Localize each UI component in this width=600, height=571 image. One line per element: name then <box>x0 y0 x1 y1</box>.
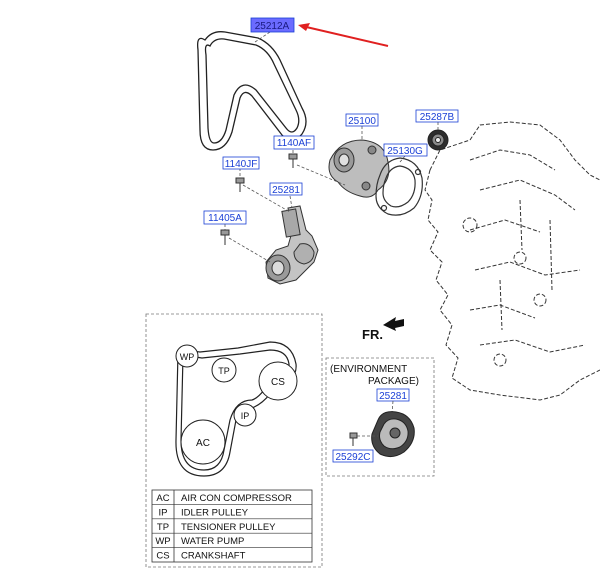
svg-text:FR.: FR. <box>362 327 383 342</box>
serpentine-belt <box>197 31 307 151</box>
legend-desc: IDLER PULLEY <box>181 507 249 518</box>
callout-idler-pulley[interactable]: 25287B <box>415 109 459 123</box>
svg-text:25281: 25281 <box>272 185 300 196</box>
environment-package-box: (ENVIRONMENT PACKAGE) 25281 25292C <box>325 357 435 477</box>
env-tensioner-part <box>371 411 415 458</box>
svg-text:11405A: 11405A <box>208 213 242 224</box>
svg-text:25130G: 25130G <box>387 146 423 157</box>
svg-text:1140JF: 1140JF <box>225 159 258 170</box>
bolt-1140af <box>288 153 298 168</box>
pulley-wp: WP <box>175 344 199 368</box>
callout-bolt-1140jf[interactable]: 1140JF <box>222 156 260 170</box>
legend-desc: CRANKSHAFT <box>181 551 246 562</box>
svg-text:PACKAGE): PACKAGE) <box>368 376 419 387</box>
svg-text:CS: CS <box>271 377 285 388</box>
water-pump-gasket <box>375 157 423 216</box>
legend-code: IP <box>159 507 168 518</box>
callout-bolt-1140af[interactable]: 1140AF <box>273 135 315 150</box>
front-marker: FR. <box>362 317 404 342</box>
bolt-1140jf <box>235 177 245 192</box>
belt-routing-path <box>175 341 297 477</box>
svg-text:AC: AC <box>196 438 210 449</box>
svg-text:WP: WP <box>180 352 195 362</box>
idler-pulley <box>427 129 449 151</box>
svg-text:25287B: 25287B <box>420 112 455 123</box>
pulley-cs: CS <box>258 361 298 401</box>
front-arrow-icon <box>383 317 404 331</box>
pulley-legend-table: AC AIR CON COMPRESSOR IP IDLER PULLEY TP… <box>151 489 313 563</box>
env-bolt <box>349 432 358 446</box>
pulley-ip: IP <box>233 403 257 427</box>
callout-bolt-11405a[interactable]: 11405A <box>203 210 247 225</box>
svg-text:1140AF: 1140AF <box>277 138 311 149</box>
pointer-arrow <box>298 23 389 47</box>
svg-text:(ENVIRONMENT: (ENVIRONMENT <box>330 364 407 375</box>
svg-text:25100: 25100 <box>348 116 376 127</box>
callout-tensioner[interactable]: 25281 <box>269 182 303 196</box>
bolt-11405a <box>220 229 230 245</box>
legend-desc: TENSIONER PULLEY <box>181 522 276 533</box>
legend-desc: AIR CON COMPRESSOR <box>181 493 292 504</box>
callout-gasket[interactable]: 25130G <box>383 143 428 157</box>
engine-block-outline <box>424 121 600 401</box>
belt-tensioner <box>265 205 319 285</box>
leader-lines <box>224 31 439 263</box>
pulley-ac: AC <box>180 419 226 465</box>
svg-text:TP: TP <box>218 366 230 376</box>
legend-code: TP <box>157 522 169 533</box>
callout-env-bolt[interactable]: 25292C <box>332 449 374 463</box>
callout-water-pump[interactable]: 25100 <box>345 113 379 127</box>
legend-desc: WATER PUMP <box>181 536 244 547</box>
pulley-tp: TP <box>211 357 237 383</box>
svg-text:25292C: 25292C <box>335 452 370 463</box>
legend-code: WP <box>155 536 170 547</box>
callout-env-tensioner[interactable]: 25281 <box>376 388 410 402</box>
svg-text:IP: IP <box>241 411 250 421</box>
water-pump <box>328 139 390 198</box>
svg-text:25212A: 25212A <box>255 21 290 32</box>
legend-code: AC <box>156 493 169 504</box>
legend-code: CS <box>156 551 169 562</box>
svg-text:25281: 25281 <box>379 391 407 402</box>
belt-routing-box: WP TP CS IP AC AC AIR CON COMPRESSOR <box>145 313 323 568</box>
callout-belt[interactable]: 25212A <box>250 17 295 33</box>
